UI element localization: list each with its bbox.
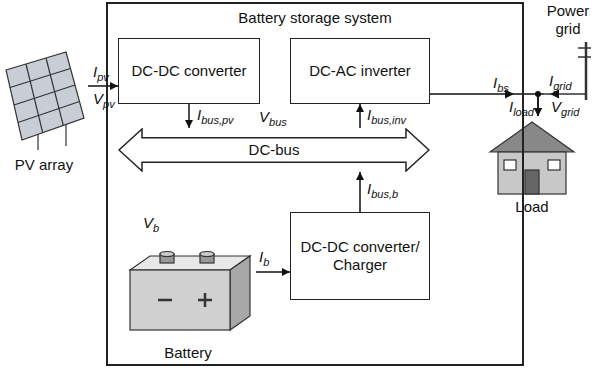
current-connector [188, 104, 190, 128]
battery-illustration [130, 252, 250, 331]
pv-panel [6, 52, 84, 150]
charger-box: DC-DC converter/ Charger [290, 212, 430, 300]
inverter-box: DC-AC inverter [290, 38, 430, 104]
signal-name: Vpv [92, 90, 116, 108]
house-illustration [490, 122, 574, 194]
signal-name: Ibs [492, 74, 510, 92]
signal-name: Vgrid [550, 98, 580, 116]
signal-name: Ipv [92, 63, 110, 81]
system-enclosure: Battery storage systemDC-DC converterDC-… [106, 2, 524, 366]
bus-band: DC-bus [118, 128, 430, 172]
current-connector [359, 104, 361, 128]
node-text: Battery [164, 344, 212, 362]
signal-name: Igrid [548, 72, 573, 90]
node-text: PV array [15, 156, 73, 174]
signal-name: Ibus,b [366, 180, 399, 198]
node-text: Load [515, 198, 548, 216]
load-node: Load [486, 116, 578, 216]
converter-box: DC-DC converter [118, 38, 260, 104]
signal-name: Vbus [258, 108, 288, 126]
signal-name: Vb [142, 214, 160, 232]
power-pole [544, 42, 591, 100]
signal-name: Ibus,pv [196, 106, 235, 124]
current-connector [538, 94, 544, 116]
node-text: Battery storage system [238, 4, 391, 27]
signal-name: Ib [258, 248, 270, 266]
node-text: DC-bus [249, 141, 300, 159]
pv-node: PV array [0, 48, 88, 174]
current-connector [256, 271, 290, 273]
current-connector [359, 172, 361, 212]
node-text: Power grid [544, 2, 592, 38]
node-text: DC-AC inverter [309, 62, 411, 80]
battery-node: Battery [120, 236, 256, 362]
signal-name: Iload [508, 98, 535, 116]
node-text: DC-DC converter [131, 62, 246, 80]
signal-name: Ibus,inv [366, 106, 407, 124]
bus-outline [119, 129, 429, 171]
node-text: DC-DC converter/ Charger [297, 238, 423, 274]
current-connector [88, 85, 118, 87]
